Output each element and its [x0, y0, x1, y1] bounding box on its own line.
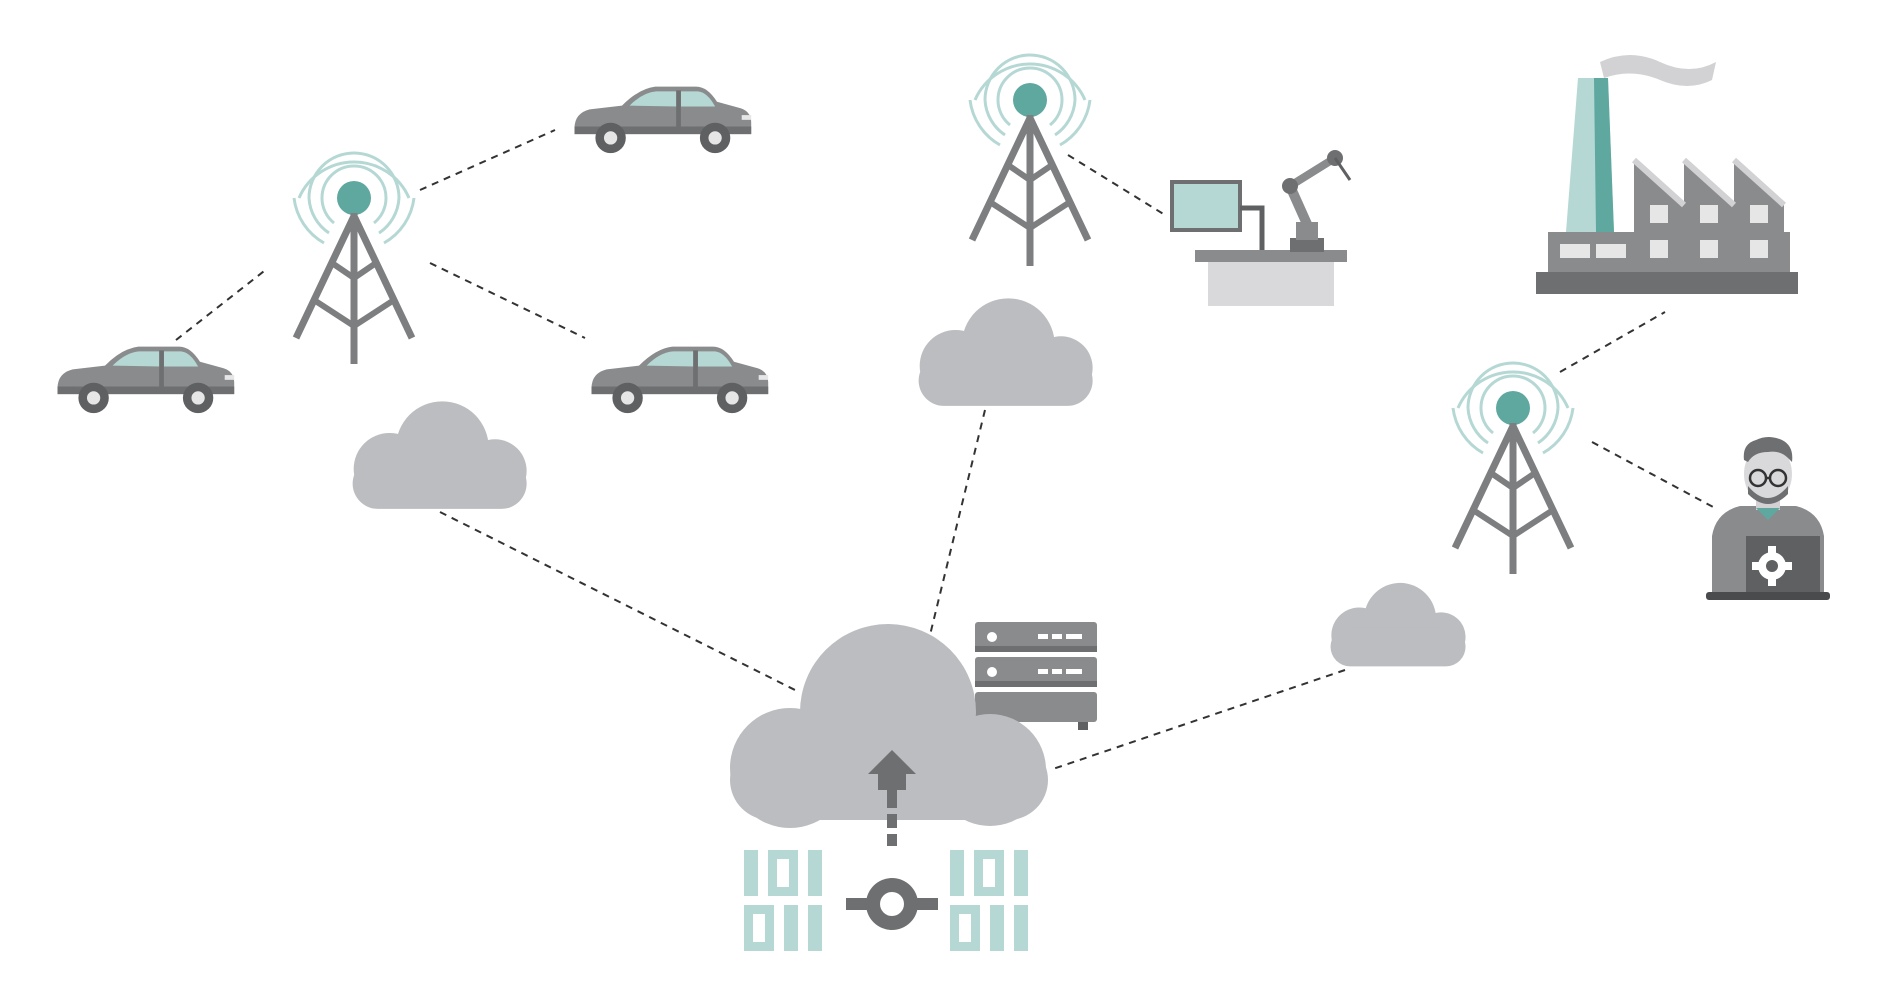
link-tower-right-engineer	[1591, 441, 1716, 509]
engineer-laptop-icon	[1706, 437, 1830, 600]
cloud-icon	[352, 401, 527, 509]
main-cloud-icon	[730, 624, 1048, 828]
link-cloud-left-main	[439, 511, 796, 691]
car-icon	[57, 346, 235, 414]
network-node-icon	[846, 878, 938, 930]
binary-data-icon	[744, 850, 822, 951]
network-links	[175, 129, 1716, 771]
link-tower-left-car-top	[419, 129, 556, 191]
cloud-icon	[1330, 582, 1466, 667]
car-icon	[591, 346, 769, 414]
factory-icon	[1536, 55, 1798, 294]
cell-tower-icon	[970, 55, 1090, 266]
server-rack-icon	[975, 622, 1097, 730]
upload-arrow-icon	[868, 750, 916, 846]
cell-tower-icon	[294, 153, 414, 364]
cloud-icon	[918, 298, 1093, 406]
link-tower-right-factory	[1559, 311, 1666, 373]
car-icon	[574, 86, 752, 154]
robot-arm-workstation-icon	[1170, 150, 1352, 306]
link-car-left-tower-left	[175, 267, 269, 341]
cell-tower-icon	[1453, 363, 1573, 574]
link-cloud-mid-main	[929, 409, 986, 636]
binary-data-icon	[950, 850, 1028, 951]
link-tower-mid-robot	[1067, 154, 1166, 216]
link-tower-left-car-right	[429, 262, 586, 339]
